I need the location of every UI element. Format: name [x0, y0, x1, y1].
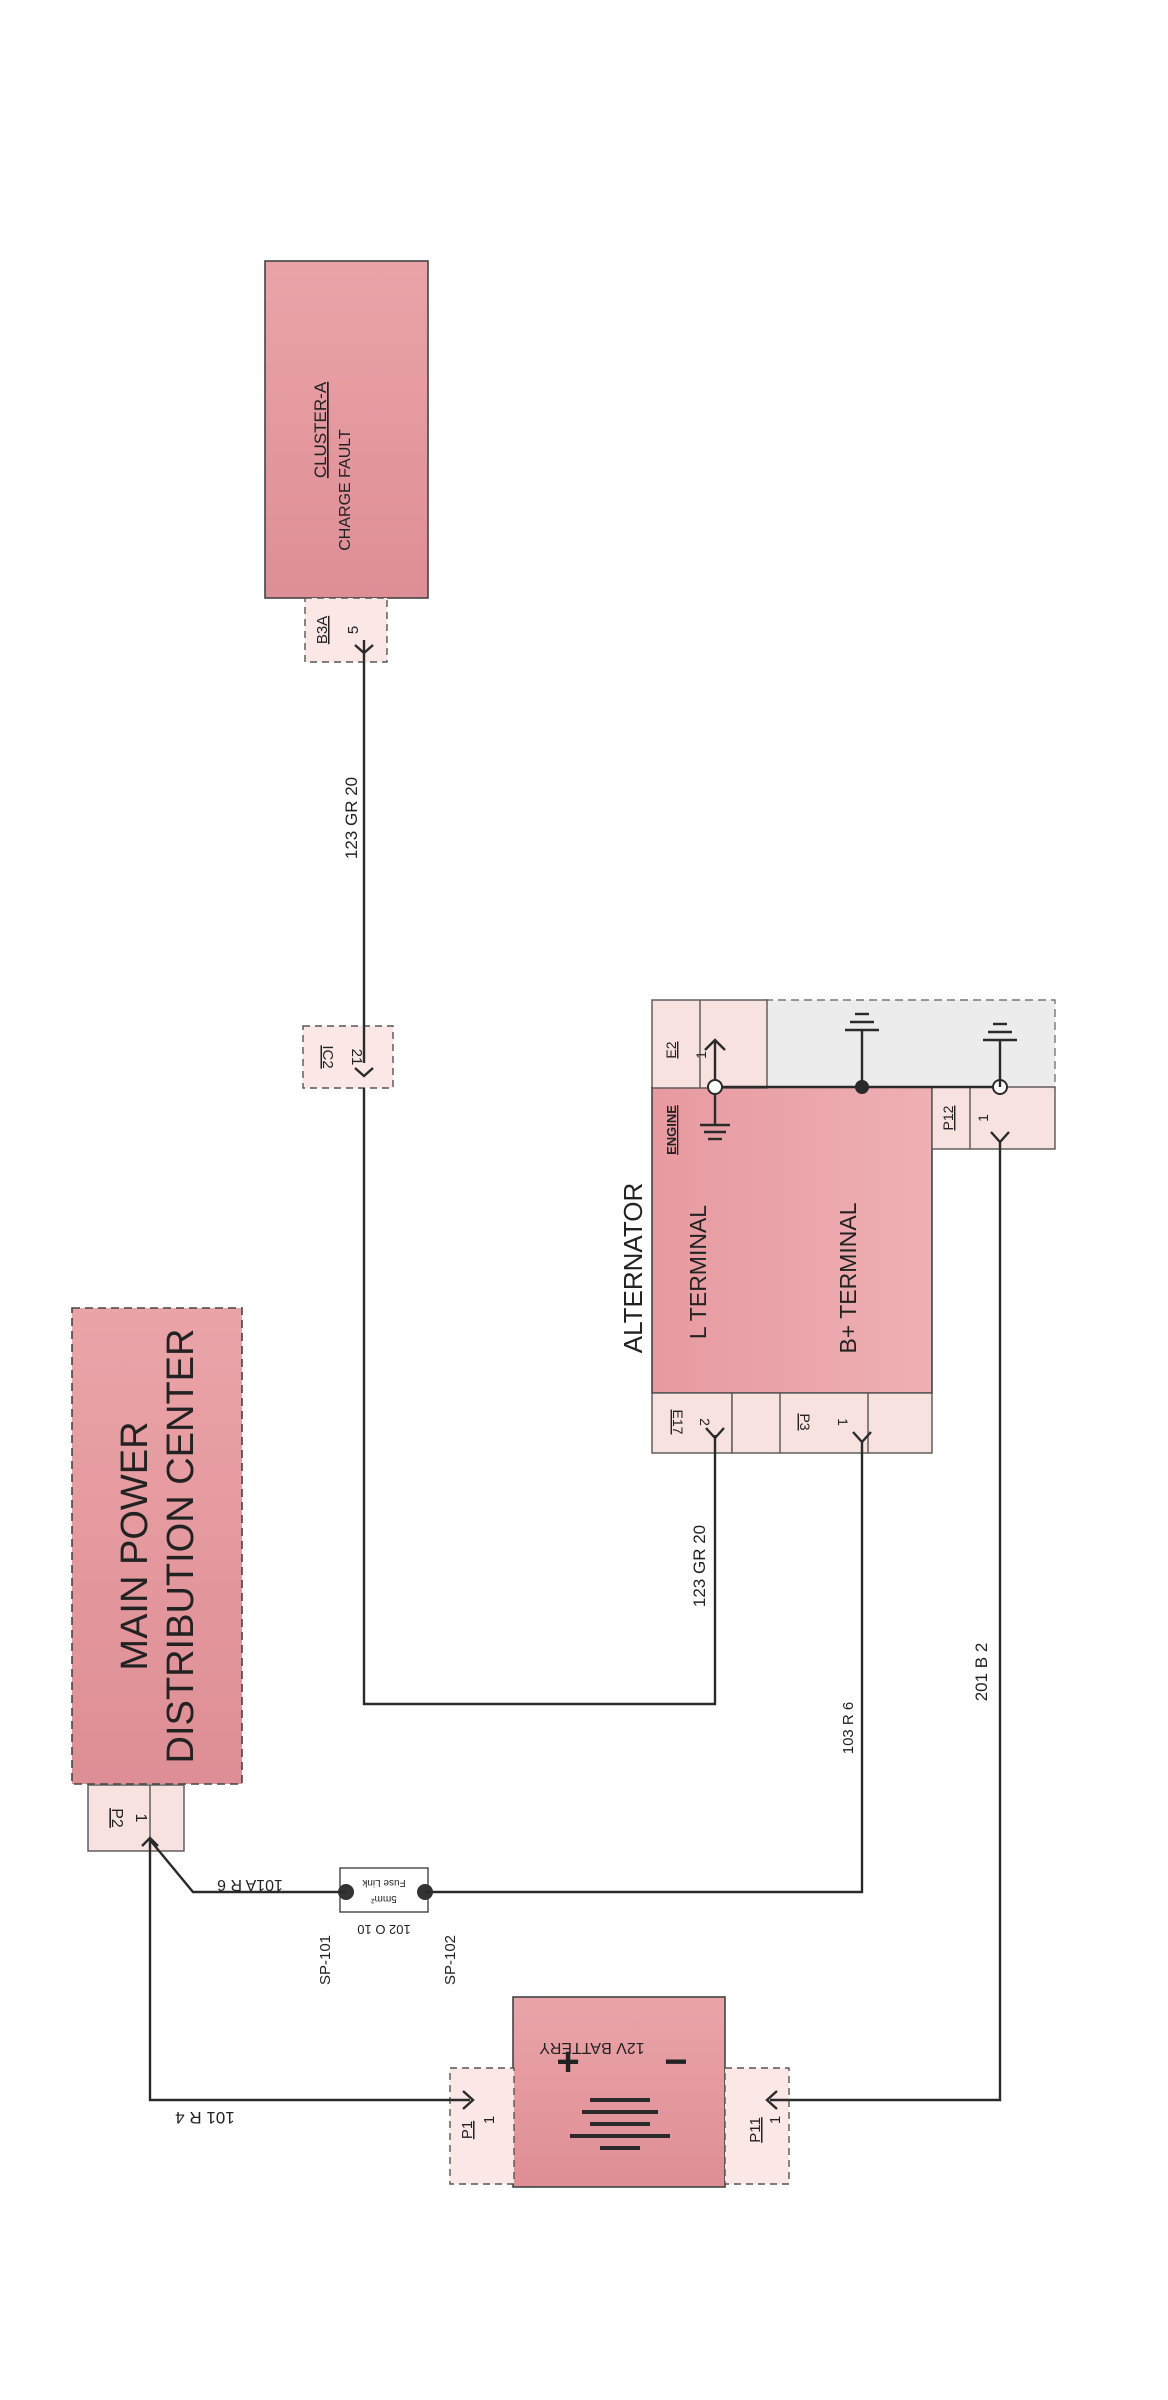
fuse-link-size: 5mm² — [371, 1893, 397, 1904]
connector-b3a: B3A 5 — [304, 597, 388, 663]
ground-symbol-p12 — [983, 1022, 1017, 1042]
connector-e17-pin: 2 — [697, 1418, 713, 1426]
connector-p12-pin: 1 — [975, 1114, 991, 1122]
alternator-title: ALTERNATOR — [618, 1183, 648, 1353]
battery-label: 12V BATTERY — [539, 2039, 645, 2056]
connector-p11 — [724, 2067, 790, 2185]
alternator-body — [651, 1086, 933, 1394]
connector-p3-block — [731, 1392, 933, 1454]
mpdc-title-line1: MAIN POWER — [114, 1421, 156, 1670]
connector-e2-pin: 1 — [693, 1051, 709, 1059]
splice-sp102-label: SP-102 — [442, 1935, 459, 1985]
wire-label-123b: 123 GR 20 — [690, 1525, 709, 1607]
connector-ic2-box — [302, 1025, 394, 1089]
connector-p11-label: P11 — [747, 2117, 764, 2143]
cluster-a-function: CHARGE FAULT — [337, 429, 354, 551]
wire-123-lower — [362, 1088, 717, 1706]
connector-p1-label: P1 — [459, 2121, 476, 2139]
connector-e2-label: E2 — [663, 1041, 679, 1058]
connector-p12 — [931, 1086, 1056, 1150]
engine-label: ENGINE — [664, 1105, 679, 1155]
wire-label-123a: 123 GR 20 — [342, 777, 361, 859]
cluster-a-name: CLUSTER-A — [311, 381, 330, 478]
ground-node-engine — [707, 1079, 723, 1095]
fuse-link-wire: 102 O 10 — [357, 1922, 411, 1937]
connector-p2-label: P2 — [108, 1808, 125, 1828]
connector-p2-box — [87, 1784, 185, 1852]
connector-b3a-pin: 5 — [345, 626, 362, 634]
wire-101 — [148, 1840, 470, 2102]
main-power-distribution-center: MAIN POWER DISTRIBUTION CENTER P2 1 — [71, 1307, 243, 1852]
battery: 12V BATTERY + − P1 1 P11 1 — [449, 1996, 790, 2188]
connector-p11-pin: 1 — [767, 2116, 784, 2124]
ground-symbol-engine — [700, 1123, 730, 1141]
connector-p1 — [449, 2067, 515, 2185]
connector-e17-label: E17 — [670, 1410, 686, 1435]
connector-ic2-label: IC2 — [319, 1045, 336, 1068]
wire-101a — [149, 1839, 346, 1894]
mpdc-box — [71, 1307, 243, 1785]
fuse-link-name: Fuse Link — [361, 1877, 405, 1888]
battery-plus: + — [556, 2040, 579, 2084]
connector-p3-label: P3 — [797, 1413, 813, 1430]
connector-p2: P2 1 — [87, 1784, 185, 1852]
wire-label-101a: 101A R 6 — [217, 1876, 283, 1893]
wires — [141, 640, 1010, 2110]
connector-b3a-label: B3A — [314, 616, 331, 644]
battery-box — [512, 1996, 726, 2188]
wire-label-201: 201 B 2 — [972, 1643, 991, 1702]
alternator: ALTERNATOR E2 1 ENGINE E17 2 P3 1 L TERM… — [618, 999, 1056, 1454]
connector-ic2-pin: 21 — [348, 1049, 365, 1066]
cluster-a-box — [264, 260, 429, 599]
wire-labels: 123 GR 20 123 GR 20 103 R 6 201 B 2 101A… — [175, 777, 991, 2127]
alternator-ground-frame — [764, 999, 1056, 1089]
bplus-terminal-label: B+ TERMINAL — [835, 1202, 861, 1353]
connector-ic2: IC2 21 — [302, 1025, 394, 1089]
connector-p1-pin: 1 — [481, 2116, 498, 2124]
splice-sp101-label: SP-101 — [317, 1935, 334, 1985]
connector-p2-pin: 1 — [132, 1814, 149, 1823]
battery-minus: − — [664, 2040, 687, 2084]
mpdc-title-line2: DISTRIBUTION CENTER — [160, 1329, 202, 1764]
connector-p12-label: P12 — [940, 1105, 956, 1130]
fuse-link: Fuse Link 5mm² 102 O 10 SP-101 SP-102 — [317, 1867, 459, 1985]
connector-b3a-box — [304, 597, 388, 663]
wire-103 — [425, 1440, 864, 1894]
battery-cell-icon — [570, 2098, 670, 2150]
connector-p3-pin: 1 — [835, 1418, 851, 1426]
wire-label-101: 101 R 4 — [175, 2108, 235, 2127]
wire-201 — [770, 1140, 1002, 2102]
wire-label-103: 103 R 6 — [840, 1702, 857, 1755]
ground-symbol-bplus — [845, 1012, 879, 1032]
cluster-a: CLUSTER-A CHARGE FAULT B3A 5 — [264, 260, 429, 663]
l-terminal-label: L TERMINAL — [685, 1205, 711, 1339]
connector-e17 — [651, 1392, 733, 1454]
